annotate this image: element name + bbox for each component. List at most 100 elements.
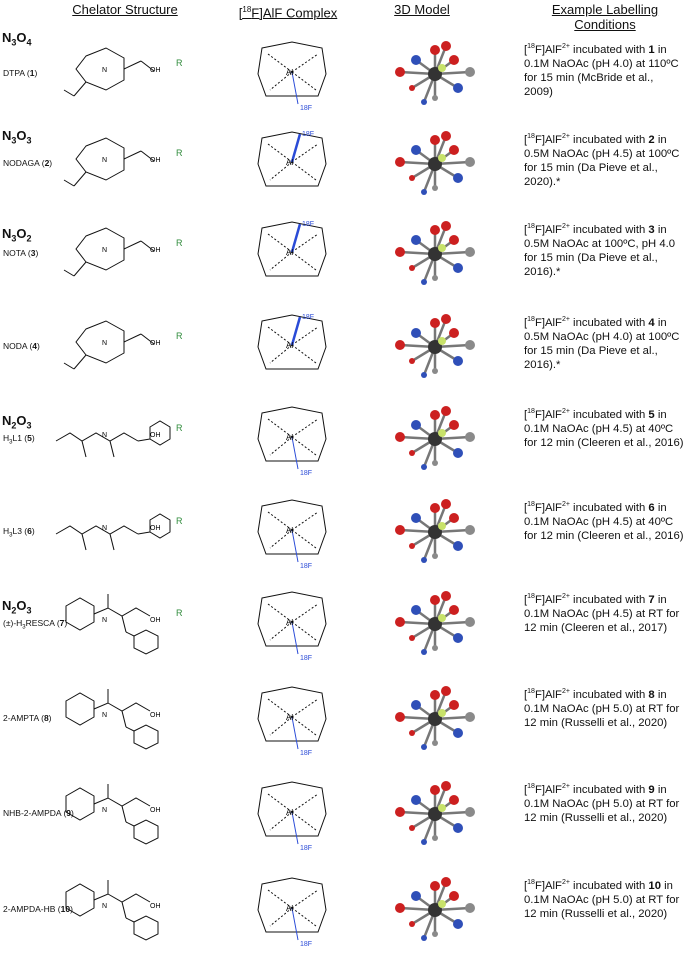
substituent-r-label: R (176, 423, 183, 433)
atom-sphere (465, 903, 475, 913)
fluorine-18-label: 18F (302, 131, 314, 138)
atom-sphere (409, 921, 415, 927)
nitrogen-atom-label: N (102, 712, 107, 719)
atom-sphere (441, 877, 451, 887)
labelling-conditions: [18F]AlF2+ incubated with 7 in 0.1M NaOA… (524, 593, 680, 634)
3d-model (376, 397, 494, 486)
atom-sphere (441, 686, 451, 696)
3d-model (376, 305, 494, 394)
atom-sphere (428, 432, 442, 446)
atom-sphere (395, 340, 405, 350)
fluorine-18-label: 18F (300, 845, 312, 852)
labelling-conditions: [18F]AlF2+ incubated with 6 in 0.1M NaOA… (524, 501, 684, 542)
substituent-r-label: R (176, 608, 183, 618)
fluorine-atom-sphere (438, 709, 446, 717)
labelling-conditions: [18F]AlF2+ incubated with 3 in 0.5M NaOA… (524, 223, 676, 278)
atom-sphere (409, 175, 415, 181)
atom-sphere (465, 807, 475, 817)
fluorine-atom-sphere (438, 522, 446, 530)
oxygen-atom-label: OH (150, 247, 161, 254)
atom-sphere (428, 807, 442, 821)
aluminium-atom-label: Al (286, 341, 293, 350)
header-complex-rest: F]AlF Complex (251, 5, 338, 21)
header-labelling-conditions: Example Labelling Conditions (551, 2, 659, 32)
oxygen-atom-label: OH (150, 67, 161, 74)
atom-sphere (465, 525, 475, 535)
labelling-conditions: [18F]AlF2+ incubated with 8 in 0.1M NaOA… (524, 688, 680, 729)
header-chelator-structure: Chelator Structure (72, 2, 178, 17)
chelator-name: (±)-H3RESCA (7) (3, 618, 68, 631)
oxygen-atom-label: OH (150, 617, 161, 624)
atom-sphere (449, 891, 459, 901)
atom-sphere (421, 464, 427, 470)
atom-sphere (465, 712, 475, 722)
atom-sphere (395, 807, 405, 817)
atom-sphere (449, 700, 459, 710)
labelling-conditions: [18F]AlF2+ incubated with 9 in 0.1M NaOA… (524, 783, 680, 824)
atom-sphere (395, 903, 405, 913)
3d-ball-stick-model (395, 314, 475, 378)
chelator-name: NODAGA (2) (3, 158, 53, 168)
fluorine-atom-sphere (438, 154, 446, 162)
atom-sphere (411, 891, 421, 901)
atom-sphere (441, 131, 451, 141)
atom-sphere (421, 744, 427, 750)
atom-sphere (432, 460, 438, 466)
3d-ball-stick-model (395, 406, 475, 470)
atom-sphere (432, 368, 438, 374)
chelator-structure-drawing: N OH R (65, 594, 183, 655)
alf-complex-drawing: Al 18F (257, 877, 327, 948)
atom-sphere (421, 372, 427, 378)
atom-sphere (432, 553, 438, 559)
atom-sphere (411, 795, 421, 805)
fluorine-18-label: 18F (300, 941, 312, 948)
aluminium-atom-label: Al (286, 808, 293, 817)
atom-sphere (430, 225, 440, 235)
fluorine-18-label: 18F (300, 750, 312, 757)
aluminium-atom-label: Al (286, 618, 293, 627)
nitrogen-atom-label: N (102, 617, 107, 624)
3d-model (376, 490, 494, 579)
nitrogen-atom-label: N (102, 67, 107, 74)
3d-ball-stick-model (395, 499, 475, 563)
aluminium-atom-label: Al (286, 158, 293, 167)
atom-sphere (409, 730, 415, 736)
atom-sphere (453, 356, 463, 366)
fluorine-atom-sphere (438, 429, 446, 437)
3d-ball-stick-model (395, 686, 475, 750)
atom-sphere (421, 935, 427, 941)
aluminium-atom-label: Al (286, 904, 293, 913)
atom-sphere (432, 835, 438, 841)
nitrogen-atom-label: N (102, 525, 107, 532)
chelator-name: 2-AMPDA-HB (10) (3, 904, 73, 914)
atom-sphere (430, 45, 440, 55)
fluorine-atom-sphere (438, 244, 446, 252)
atom-sphere (449, 235, 459, 245)
chelator-name: NODA (4) (3, 341, 40, 351)
atom-sphere (449, 145, 459, 155)
atom-sphere (395, 525, 405, 535)
fluorine-atom-sphere (438, 614, 446, 622)
atom-sphere (411, 420, 421, 430)
nitrogen-atom-label: N (102, 247, 107, 254)
atom-sphere (432, 931, 438, 937)
fluorine-atom-sphere (438, 337, 446, 345)
alf-complex: Al 18F (222, 870, 362, 957)
